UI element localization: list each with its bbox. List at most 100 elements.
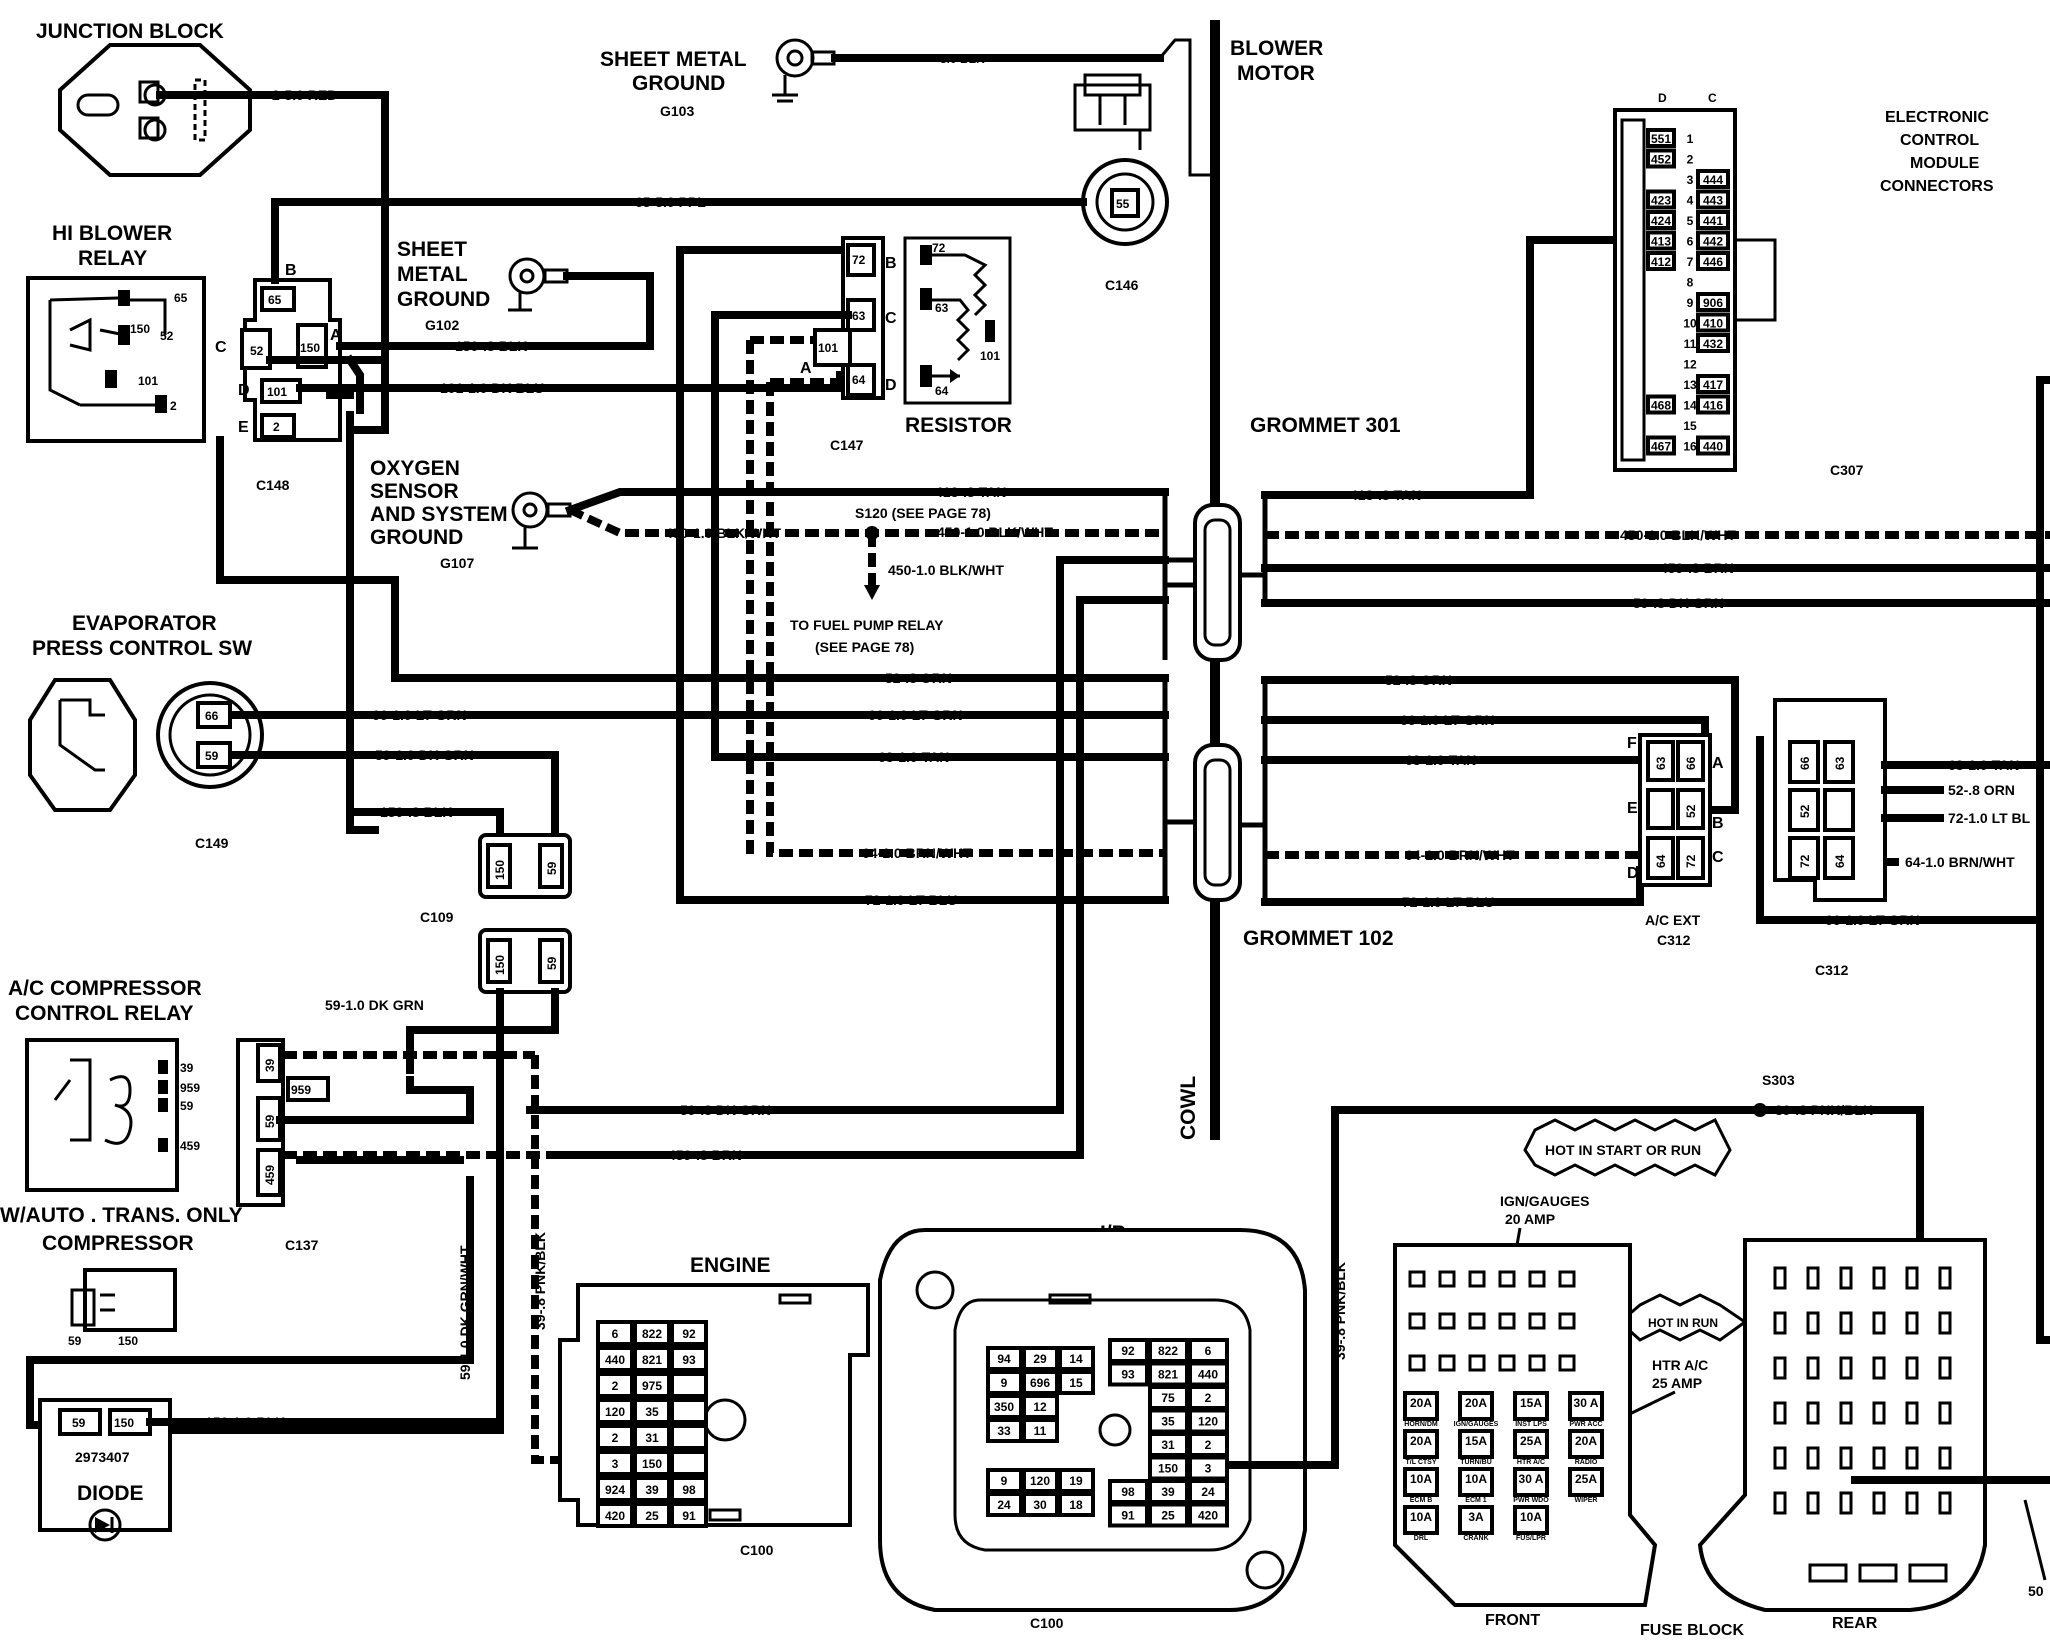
c312a-label: C312 (1657, 932, 1691, 948)
diode-label: DIODE (77, 1482, 144, 1505)
ip-cavity-bottom: 30 (1033, 1498, 1047, 1512)
fuse-slot (1568, 1429, 1604, 1459)
c109-pin-150-b: 150 (493, 955, 507, 975)
wire-label-72-lt-blu-left: 72-1.0 LT BLU (865, 892, 957, 908)
c147-letter-c: C (885, 310, 897, 327)
evaporator-press-control-switch: EVAPORATOR PRESS CONTROL SW 66 59 C149 (28, 612, 264, 851)
ip-cavity-right: 821 (1158, 1368, 1178, 1382)
connector-c148: 65 52 150 101 2 B C A D E C148 (215, 262, 342, 493)
engine-cavity: 98 (682, 1483, 696, 1497)
ip-cavity-bottom: 18 (1069, 1498, 1083, 1512)
fuse-name: CRANK (1463, 1535, 1488, 1542)
ecm-row-number: 4 (1687, 194, 1694, 208)
to-fuel-label-1: TO FUEL PUMP RELAY (790, 617, 944, 633)
c137-pin-59: 59 (263, 1114, 277, 1128)
ac-relay-label-2: CONTROL RELAY (15, 1002, 194, 1025)
wire-150-blk-c109 (346, 808, 504, 844)
wire-label-59-dk-grn-bottom: 59-.8 DK GRN (680, 1102, 771, 1118)
cowl-label: COWL (1177, 1076, 1200, 1140)
fuse-name: RADIO (1575, 1459, 1598, 1466)
hi-blower-relay: HI BLOWER RELAY 65 150 52 101 2 (26, 222, 206, 443)
ip-cavity-left: 12 (1033, 1400, 1047, 1414)
ecm-pin-c: 410 (1703, 317, 1723, 331)
ecm-col-d: D (1658, 91, 1667, 105)
ip-cavity-left: 14 (1069, 1352, 1083, 1366)
c137-pin-39: 39 (263, 1058, 277, 1072)
c312a-letter-d: D (1627, 865, 1639, 882)
ac-relay-pin-39: 39 (180, 1061, 194, 1075)
connector-c137: 39 959 59 459 C137 (236, 1038, 330, 1253)
c147-pin-64: 64 (852, 373, 866, 387)
c312b-pin-64: 64 (1833, 854, 1847, 868)
fuse-slot (1568, 1467, 1604, 1497)
fuse-slot (1403, 1467, 1439, 1497)
ecm-label-2: CONTROL (1900, 132, 1979, 149)
fuse-amperage: 10A (1465, 1472, 1487, 1486)
ecm-row-number: 13 (1683, 378, 1697, 392)
fuse-slot (1458, 1429, 1494, 1459)
c312b-label: C312 (1815, 962, 1849, 978)
engine-cavity: 6 (612, 1327, 619, 1341)
c312a-letter-b: B (1712, 815, 1724, 832)
fuse-slot (1513, 1467, 1549, 1497)
fuse-name: ECM B (1410, 1497, 1433, 1504)
connector-c312-right: 66 63 52 72 64 C312 (1773, 698, 1887, 978)
c312b-pin-72: 72 (1798, 854, 1812, 868)
ac-relay-pin-59: 59 (180, 1099, 194, 1113)
resistor-pin-101: 101 (980, 349, 1000, 363)
ecm-pin-c: 432 (1703, 337, 1723, 351)
diode-pin-59: 59 (72, 1416, 86, 1430)
diode-part-label: 2973407 (75, 1449, 130, 1465)
diode: 59 150 2973407 DIODE (38, 1398, 172, 1542)
sheet-metal-ground-g102: SHEET METAL GROUND G102 (397, 238, 569, 333)
c148-letter-e: E (238, 419, 249, 436)
g107-label-3: AND SYSTEM (370, 503, 508, 526)
fuse-amperage: 20A (1465, 1396, 1487, 1410)
fuse-amperage: 25A (1520, 1434, 1542, 1448)
c147-letter-b: B (885, 255, 897, 272)
engine-cavity: 39 (645, 1483, 659, 1497)
c149-pin-66: 66 (205, 709, 219, 723)
ecm-row-number: 16 (1683, 440, 1697, 454)
blower-motor-label-1: BLOWER (1230, 37, 1323, 60)
c148-pin-65: 65 (268, 293, 282, 307)
wire-label-64-brn-left: 64-1.0 BRN/WHT (862, 845, 972, 861)
ecm-row-number: 11 (1684, 337, 1697, 351)
ip-cavity-right: 39 (1161, 1485, 1175, 1499)
ecm-pin-c: 446 (1703, 255, 1723, 269)
fuse-block-label: FUSE BLOCK (1640, 1622, 1744, 1639)
fuse-name: DRL (1414, 1535, 1429, 1542)
wire-label-59-relay: 59-1.0 DK GRN (325, 997, 424, 1013)
ecm-pin-c: 440 (1703, 440, 1723, 454)
c109-label: C109 (420, 909, 454, 925)
ip-cavity-left: 33 (997, 1424, 1011, 1438)
resistor-pin-72: 72 (932, 241, 946, 255)
fuse-amperage: 10A (1520, 1510, 1542, 1524)
c312b-pin-63: 63 (1833, 756, 1847, 770)
engine-cavity: 821 (642, 1353, 662, 1367)
auto-trans-label: W/AUTO . TRANS. ONLY (0, 1204, 243, 1227)
c148-letter-b: B (285, 262, 297, 279)
wire-label-72-lt-blu-right: 72-1.0 LT BLU (1402, 894, 1494, 910)
fuse-slot (1513, 1505, 1549, 1535)
wire-label-413-tan-right: 413-.8 TAN (1350, 487, 1421, 503)
g107-id: G107 (440, 555, 474, 571)
oxygen-sensor-ground-g107: OXYGEN SENSOR AND SYSTEM GROUND G107 (370, 457, 572, 571)
ip-cavity-bottom: 19 (1069, 1474, 1083, 1488)
blower-resistor: 72 63 101 64 RESISTOR (903, 236, 1012, 437)
fuse-amperage: 20A (1575, 1434, 1597, 1448)
relay-pin-101: 101 (138, 374, 158, 388)
c148-label: C148 (256, 477, 290, 493)
ip-cavity-right: 93 (1121, 1368, 1135, 1382)
fuse-amperage: 20A (1410, 1396, 1432, 1410)
ip-cavity-left: 29 (1033, 1352, 1047, 1366)
engine-cavity: 91 (682, 1509, 696, 1523)
c147-pin-101: 101 (818, 341, 838, 355)
fuse-name: IGN/GAUGES (1454, 1421, 1499, 1428)
fuse-name: INST LPS (1515, 1421, 1547, 1428)
c312a-pin-66: 66 (1684, 756, 1698, 770)
ac-ext-label: A/C EXT (1645, 912, 1701, 928)
c137-pin-459: 459 (263, 1165, 277, 1185)
wire-52-orn-right (1261, 676, 1739, 814)
connector-c109: 150 59 C109 150 59 (420, 833, 572, 994)
